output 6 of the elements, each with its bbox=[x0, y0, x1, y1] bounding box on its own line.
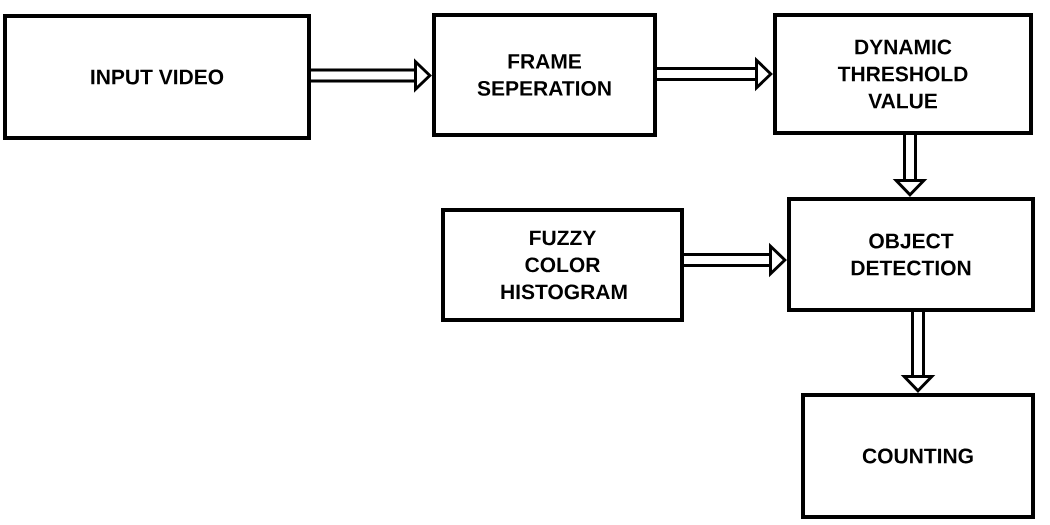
process-box: FRAME SEPERATION bbox=[432, 13, 657, 137]
process-box: DYNAMIC THRESHOLD VALUE bbox=[773, 13, 1033, 135]
process-box: COUNTING bbox=[801, 393, 1035, 519]
process-box: FUZZY COLOR HISTOGRAM bbox=[441, 208, 684, 322]
process-box: OBJECT DETECTION bbox=[787, 197, 1035, 312]
process-box: INPUT VIDEO bbox=[3, 14, 311, 140]
